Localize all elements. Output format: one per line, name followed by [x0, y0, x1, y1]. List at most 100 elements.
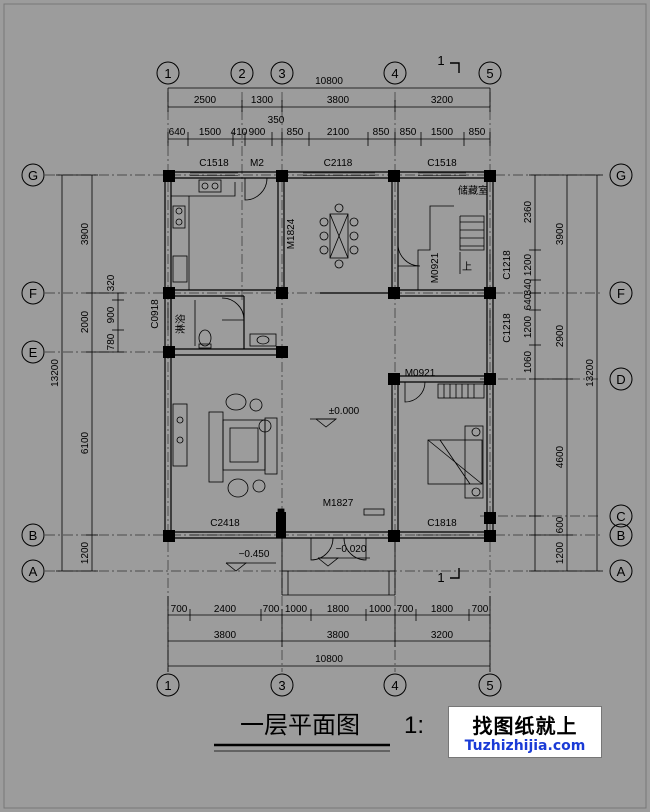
dim-right-4600: 4600: [555, 445, 566, 468]
dim-bot-2400: 2400: [214, 604, 237, 615]
doors: [221, 177, 426, 561]
dim-left-320: 320: [106, 274, 117, 291]
dim-right-total: 13200: [585, 359, 596, 387]
dim-top-350: 350: [268, 115, 285, 126]
axis-right-a: A: [617, 564, 626, 579]
axis-right-f: F: [617, 286, 625, 301]
window-c1218-a: C1218: [502, 250, 513, 280]
porch: [281, 538, 396, 596]
dim-bot-total: 10800: [315, 654, 343, 665]
axis-bubbles-right: [609, 163, 633, 583]
dim-top-total: 10800: [315, 76, 343, 87]
axis-left-g: G: [28, 168, 38, 183]
dim-bot-1000b: 1000: [369, 604, 392, 615]
label-elev-porch: −0.020: [336, 544, 367, 555]
dim-top-2500: 2500: [194, 95, 217, 106]
dimensions-top: [167, 87, 491, 146]
dim-right-3900: 3900: [555, 222, 566, 245]
label-window-c1818: C1818: [427, 518, 457, 529]
stair: [417, 205, 485, 290]
dim-right-1200: 1200: [555, 541, 566, 564]
axis-bot-4: 4: [391, 678, 398, 693]
dim-left-1200: 1200: [80, 541, 91, 564]
dim-top-2100: 2100: [327, 127, 350, 138]
axis-bot-3: 3: [278, 678, 285, 693]
dim-bot-700b: 700: [263, 604, 280, 615]
label-door-m1824: M1824: [286, 218, 297, 249]
dim-top-900: 900: [249, 127, 266, 138]
axis-left-b: B: [29, 528, 38, 543]
dimensions-left: [56, 174, 124, 572]
dim-bot-1800b: 1800: [431, 604, 454, 615]
dim-bot-700d: 700: [472, 604, 489, 615]
label-storage: 储藏室: [458, 184, 488, 197]
watermark-line1: 找图纸就上: [472, 714, 578, 738]
label-elev-main: ±0.000: [329, 406, 360, 417]
kitchen-counter: [171, 179, 236, 290]
axis-left-f: F: [29, 286, 37, 301]
label-window-c1518-b: C1518: [427, 158, 457, 169]
section-mark-bottom: 1: [437, 570, 444, 585]
dim-top-1500b: 1500: [431, 127, 454, 138]
dim-top-850a: 850: [287, 127, 304, 138]
walls: [164, 171, 494, 539]
axis-bot-5: 5: [486, 678, 493, 693]
label-door-m2: M2: [250, 158, 264, 169]
label-window-c1518-a: C1518: [199, 158, 229, 169]
axis-right-d: D: [616, 372, 625, 387]
watermark-line2: Tuzhizhijia.com: [464, 738, 586, 754]
axis-left-e: E: [29, 345, 38, 360]
dim-top-3800: 3800: [327, 95, 350, 106]
dim-top-1300: 1300: [251, 95, 274, 106]
dim-right-340: 340: [523, 278, 534, 295]
section-marks: [450, 62, 460, 579]
label-shower: 淋浴: [174, 314, 187, 334]
axis-bubbles-left: [21, 163, 45, 583]
dim-right-600: 600: [555, 516, 566, 533]
axis-grid: [45, 92, 600, 672]
axis-top-2: 2: [238, 66, 245, 81]
section-mark-top: 1: [437, 53, 444, 68]
dimensions-right: [529, 174, 603, 572]
drawing-title: 一层平面图: [240, 712, 360, 739]
dim-bot-1800a: 1800: [327, 604, 350, 615]
dim-top-410: 410: [231, 127, 248, 138]
axis-bubbles-top: [156, 61, 502, 85]
dim-right-1200a: 1200: [523, 253, 534, 276]
axis-right-g: G: [616, 168, 626, 183]
dim-bot-3200: 3200: [431, 630, 454, 641]
dim-top-850c: 850: [400, 127, 417, 138]
dim-top-850b: 850: [373, 127, 390, 138]
dimensions-bottom: [167, 596, 491, 672]
dim-left-3900: 3900: [80, 222, 91, 245]
dim-left-780: 780: [106, 333, 117, 350]
dining-table: [319, 203, 359, 269]
bedroom-bed: [427, 383, 485, 499]
windows: [164, 172, 494, 539]
dim-left-900: 900: [106, 306, 117, 323]
dim-top-850d: 850: [469, 127, 486, 138]
axis-right-b: B: [617, 528, 626, 543]
label-elev-step: −0.450: [239, 549, 270, 560]
dim-left-6100: 6100: [80, 431, 91, 454]
drawing-scale: 1:: [404, 712, 424, 739]
living-room-sofa: [172, 393, 278, 498]
axis-top-3: 3: [278, 66, 285, 81]
dim-bot-3800a: 3800: [214, 630, 237, 641]
axis-top-4: 4: [391, 66, 398, 81]
dim-top-3200: 3200: [431, 95, 454, 106]
watermark-logo: 找图纸就上 Tuzhizhijia.com: [448, 706, 602, 758]
dim-bot-700c: 700: [397, 604, 414, 615]
dim-top-640: 640: [169, 127, 186, 138]
dim-right-2900: 2900: [555, 324, 566, 347]
axis-bot-1: 1: [164, 678, 171, 693]
dim-left-2000: 2000: [80, 310, 91, 333]
dim-right-1060: 1060: [523, 350, 534, 373]
label-door-m1827: M1827: [323, 498, 354, 509]
dim-right-2360: 2360: [523, 200, 534, 223]
axis-bubbles-bottom: [156, 673, 502, 697]
dim-top-1500a: 1500: [199, 127, 222, 138]
label-stair-up: 上: [462, 261, 472, 273]
bathroom-fixtures: [194, 300, 277, 349]
